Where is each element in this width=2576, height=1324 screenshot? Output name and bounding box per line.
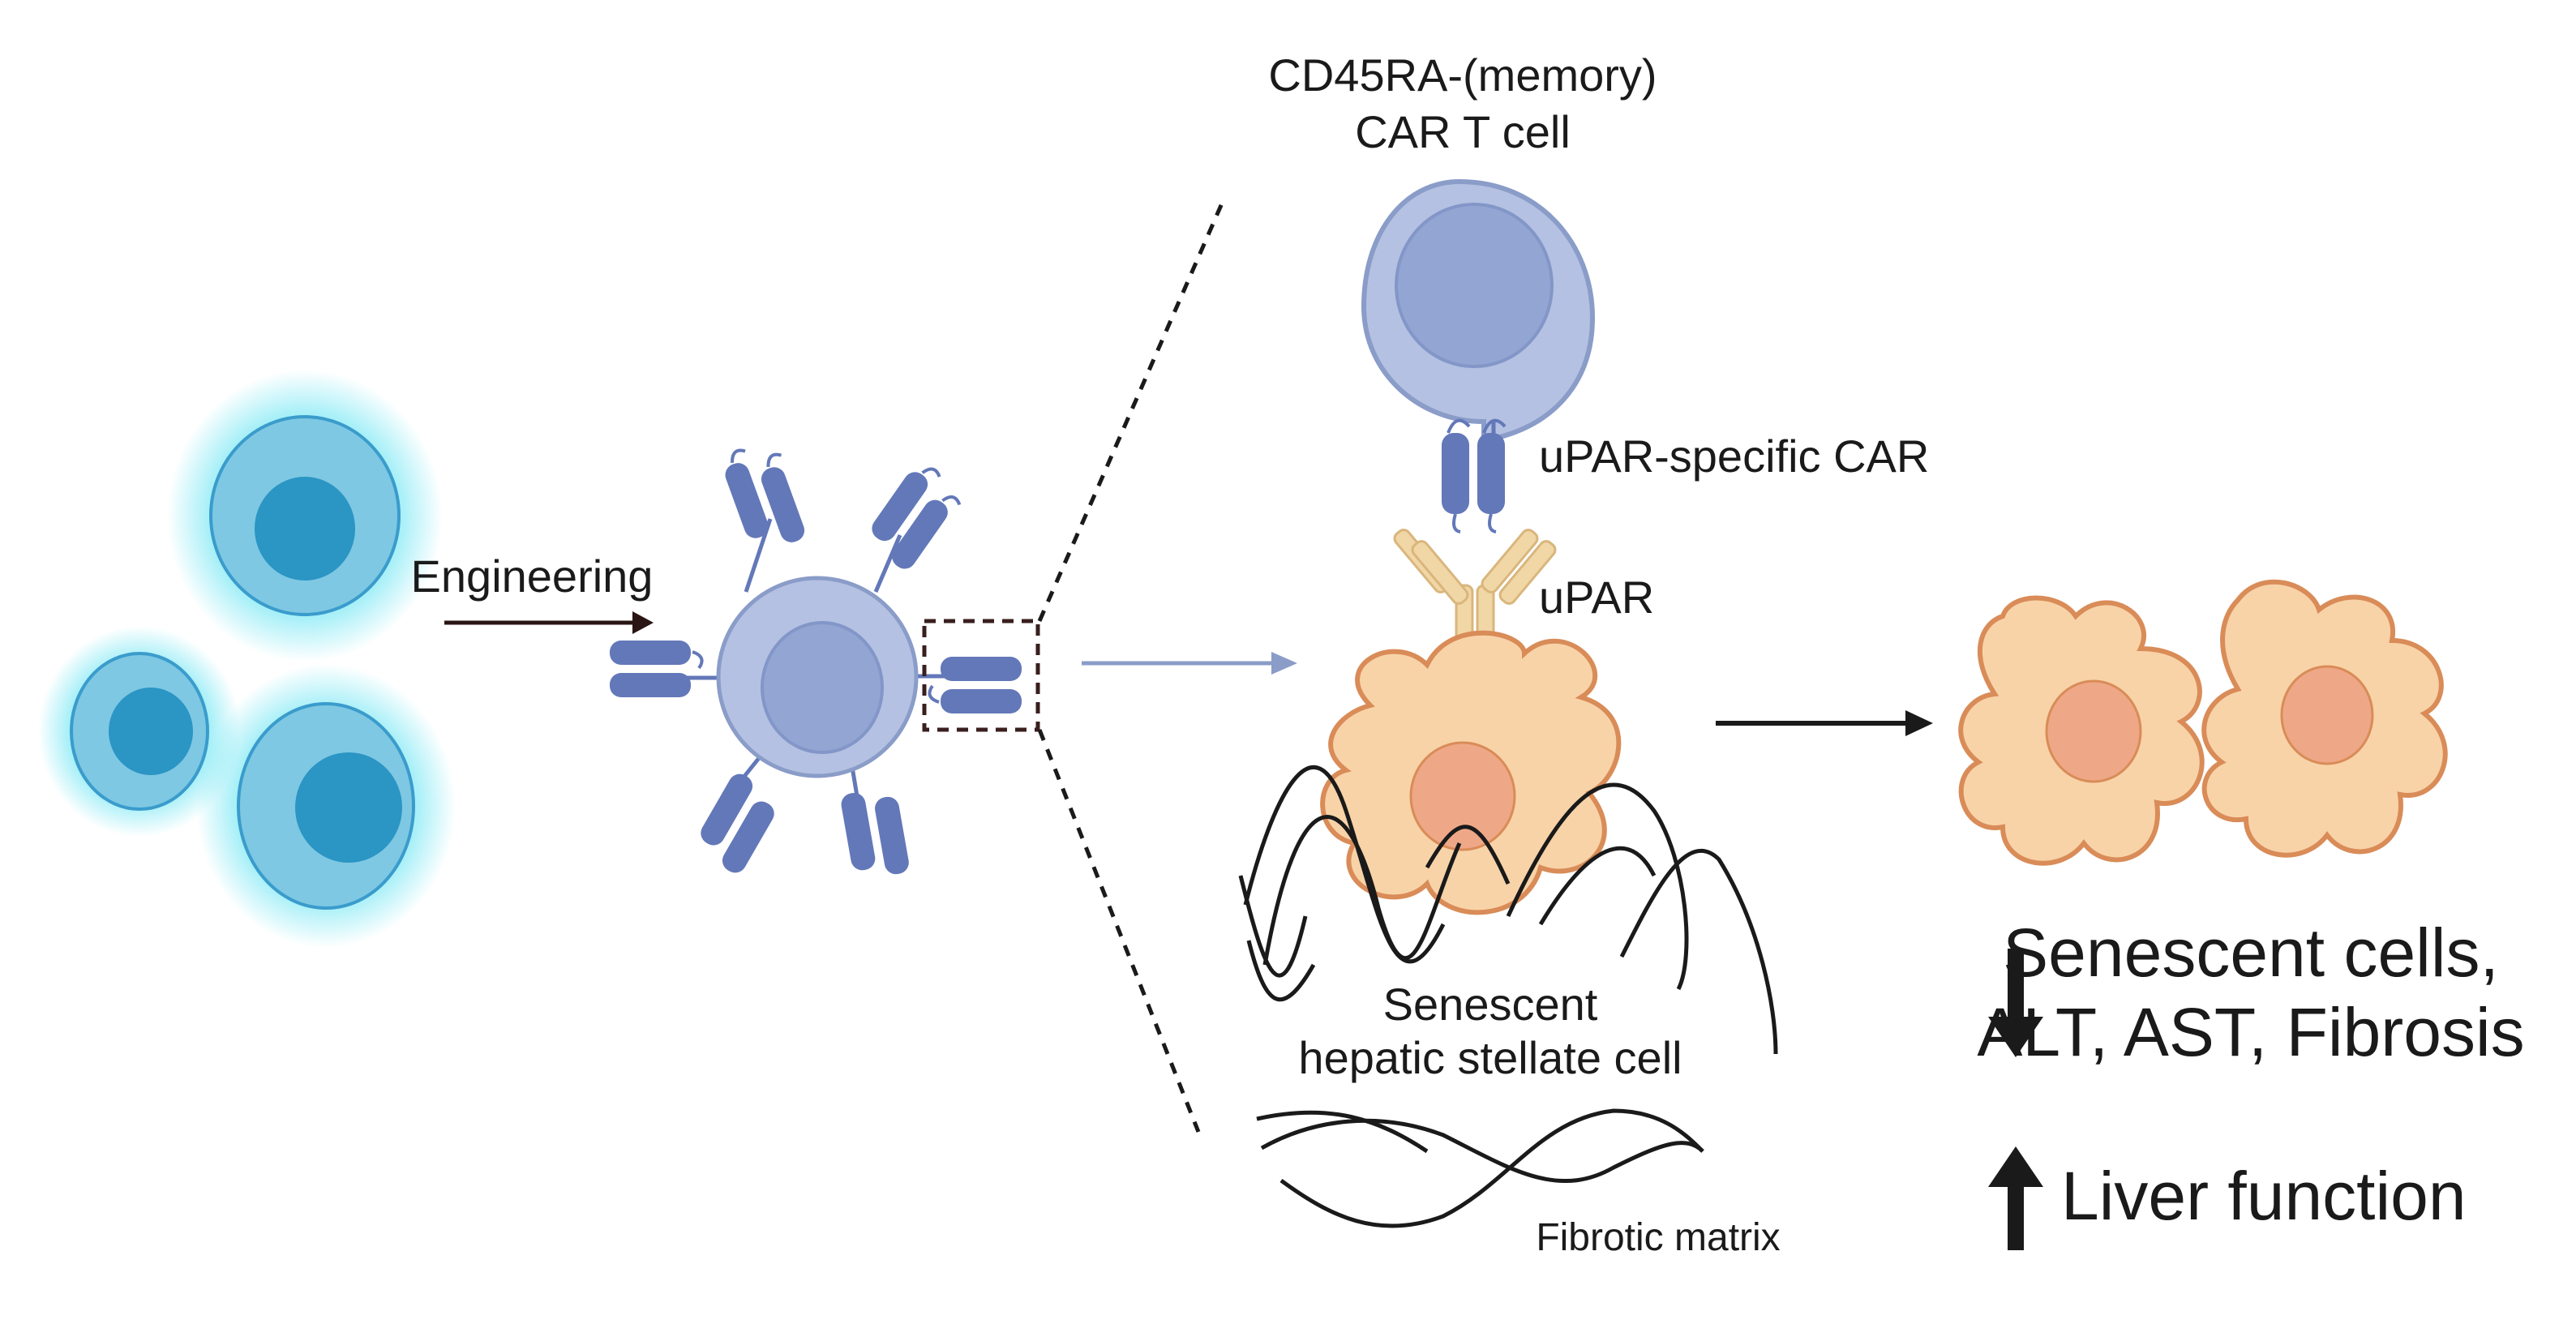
senescent-cell-right-2 bbox=[2201, 579, 2448, 858]
fibrotic-fibers-near-cell bbox=[1238, 765, 1778, 1055]
decrease-label-line2: ALT, AST, Fibrosis bbox=[1977, 994, 2524, 1070]
car-t-title-line1: CD45RA-(memory) bbox=[1268, 49, 1657, 101]
blue-arrow-head bbox=[1271, 652, 1297, 675]
engineered-car-t-cell bbox=[610, 448, 1022, 875]
increase-label: Liver function bbox=[2061, 1158, 2467, 1234]
naive-t-cells bbox=[38, 370, 456, 948]
fibrotic-matrix-label: Fibrotic matrix bbox=[1536, 1216, 1780, 1259]
car-receptor-top-left bbox=[725, 448, 805, 542]
naive-cell-small bbox=[38, 626, 241, 837]
car-receptor-right bbox=[928, 657, 1022, 713]
up-arrow-icon bbox=[1988, 1146, 2043, 1250]
engineering-label: Engineering bbox=[411, 551, 654, 602]
zoom-box bbox=[922, 619, 1040, 732]
naive-cell-bottom bbox=[196, 664, 456, 948]
result-arrow-head bbox=[1905, 710, 1933, 736]
fibrotic-matrix bbox=[1256, 1108, 1704, 1228]
down-arrow-icon bbox=[1988, 949, 2043, 1057]
car-t-title-line2: CAR T cell bbox=[1355, 106, 1571, 157]
car-receptor-left bbox=[610, 641, 704, 697]
senescent-cell-right-1 bbox=[1958, 595, 2205, 866]
car-receptor-top-right bbox=[872, 467, 962, 569]
upar-car-label: uPAR-specific CAR bbox=[1539, 431, 1929, 482]
zoom-line-top bbox=[1037, 196, 1227, 623]
upar-specific-car-receptor bbox=[1442, 418, 1507, 533]
decrease-label-line1: Senescent cells, bbox=[2003, 915, 2499, 991]
naive-cell-top bbox=[167, 370, 443, 662]
car-receptor-bottom-right bbox=[841, 792, 909, 875]
car-receptor-bottom-left bbox=[701, 773, 774, 873]
senescent-label-line1: Senescent bbox=[1383, 979, 1598, 1030]
engineering-arrow-head bbox=[632, 611, 654, 634]
senescent-label-line2: hepatic stellate cell bbox=[1298, 1032, 1682, 1083]
memory-car-t-cell bbox=[1361, 178, 1596, 440]
zoom-line-bottom bbox=[1037, 729, 1201, 1133]
upar-label: uPAR bbox=[1539, 572, 1654, 623]
